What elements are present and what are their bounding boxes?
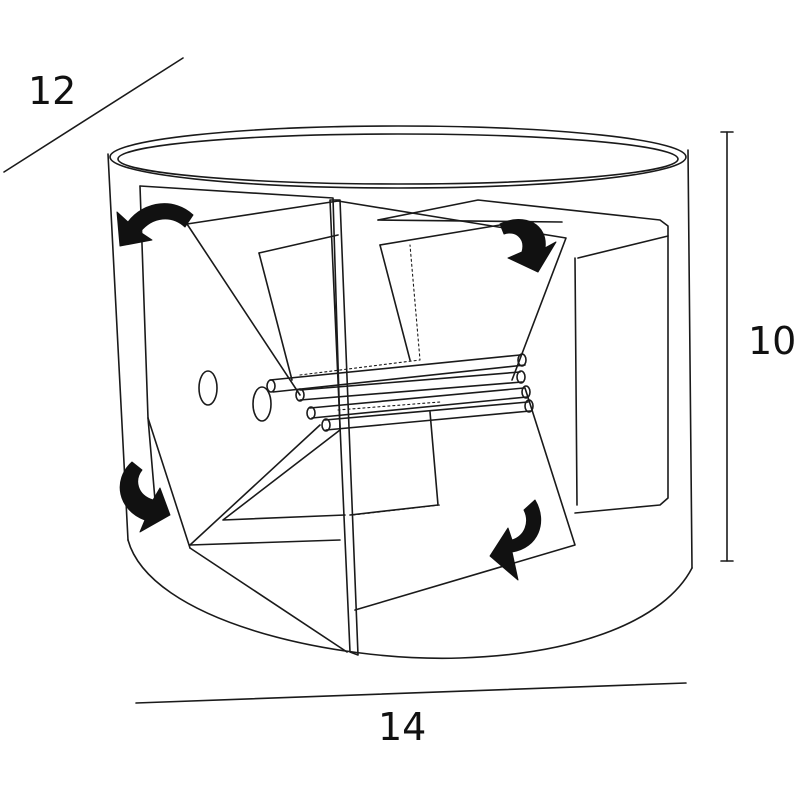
curved-arrow-icon <box>499 219 557 273</box>
cylinder-right-wall <box>687 149 693 569</box>
curved-arrow-icon <box>489 499 542 581</box>
curved-arrow-icon <box>116 203 194 247</box>
left-panel <box>139 185 348 653</box>
cylinder-top-inner-rim <box>117 133 679 185</box>
curved-arrow-icon <box>119 461 171 533</box>
hinge-rods <box>266 353 534 432</box>
width-dimension-line <box>135 682 687 704</box>
cylinder-top-outer-rim <box>109 125 687 189</box>
fold-arrows <box>116 203 557 581</box>
fold-guides <box>299 244 441 516</box>
cylinder-bottom-edge <box>127 539 693 660</box>
mounting-hole-2 <box>252 386 272 422</box>
height-dimension-label: 10 <box>748 319 797 363</box>
lower-wing <box>189 387 576 611</box>
mounting-hole-1 <box>198 370 218 406</box>
depth-dimension-line <box>3 57 184 173</box>
cylinder-cover <box>107 125 693 660</box>
depth-dimension-label: 12 <box>28 69 77 113</box>
width-dimension-label: 14 <box>378 705 427 749</box>
upper-wing <box>186 200 567 396</box>
center-divider <box>329 199 359 656</box>
